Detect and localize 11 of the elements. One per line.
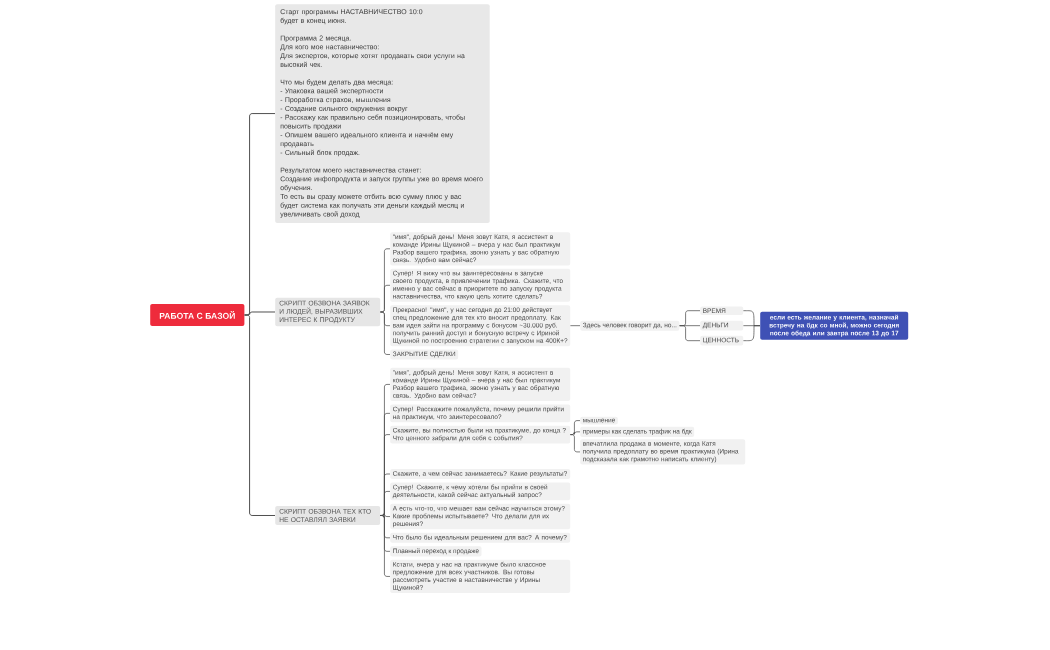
connector-line bbox=[244, 314, 276, 516]
connector-line bbox=[380, 284, 391, 313]
connector-line bbox=[679, 325, 701, 342]
connector-line bbox=[380, 491, 391, 516]
connector-line bbox=[380, 515, 391, 577]
connector-line bbox=[380, 311, 391, 355]
connector-line bbox=[570, 325, 581, 327]
summary-bracket bbox=[743, 325, 761, 342]
root-topic: РАБОТА С БАЗОЙ bbox=[150, 304, 245, 326]
connector-line bbox=[570, 431, 581, 435]
connector-line bbox=[570, 434, 581, 453]
